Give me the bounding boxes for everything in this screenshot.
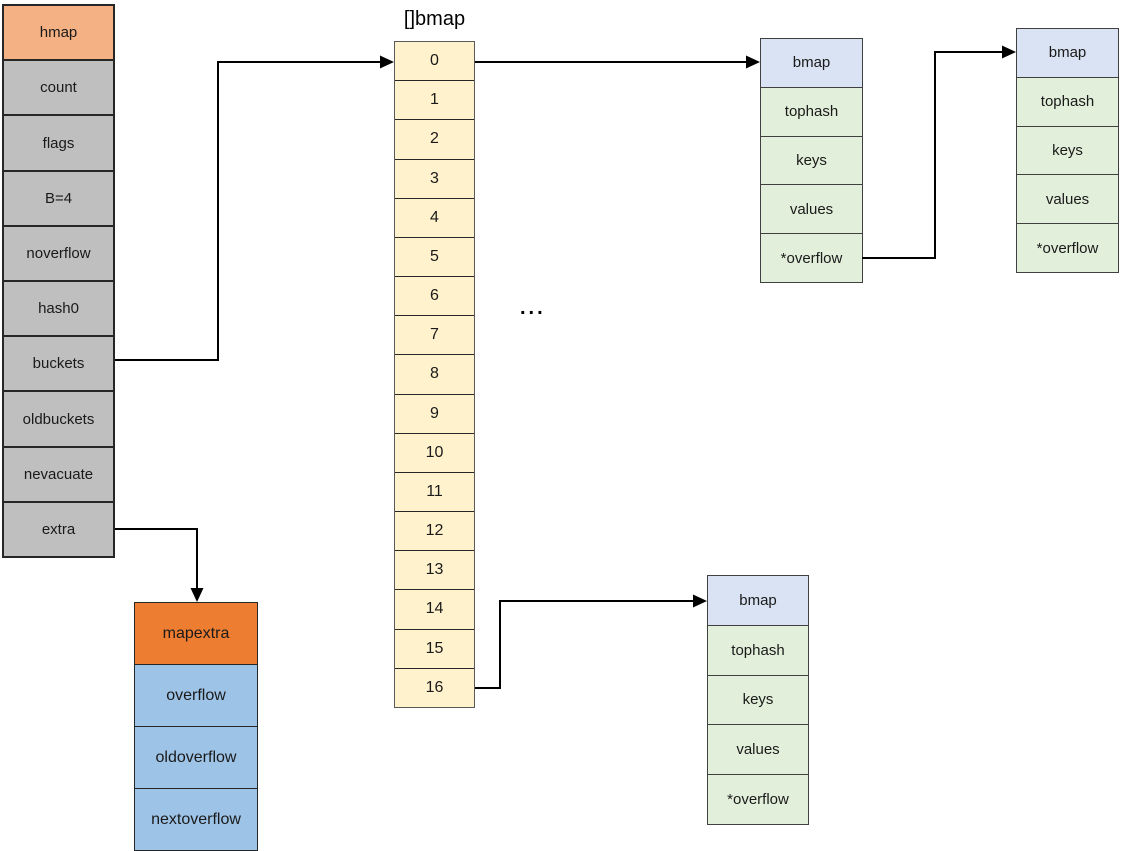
arrow-bucket0-to-bmap1 [475,55,760,69]
bmap-field-cell: values [761,184,862,234]
bmap-struct-1-title: bmap [761,39,862,87]
bucket-index-cell: 8 [395,354,474,394]
bucket-index-cell: 2 [395,119,474,159]
arrow-buckets-to-bucket0 [115,55,394,361]
bucket-index-cell: 14 [395,589,474,629]
hmap-field-cell: noverflow [4,224,113,281]
hmap-field-cell: nevacuate [4,445,113,501]
bmap-field-cell: keys [761,135,862,185]
bmap-field-cell: tophash [761,86,862,136]
bucket-index-cell: 3 [395,158,474,198]
hmap-field-cell: hash0 [4,280,113,336]
bmap-struct-3-title: bmap [708,576,808,625]
hmap-field-cell: B=4 [4,169,113,225]
bmap-field-cell: keys [1017,125,1118,175]
bucket-index-cell: 11 [395,471,474,512]
hmap-field-cell: oldbuckets [4,390,113,446]
bmap-field-cell: *overflow [761,233,862,282]
bmap-field-cell: values [1017,174,1118,224]
mapextra-field-cell: nextoverflow [135,788,257,850]
bucket-index-cell: 0 [395,42,474,81]
bucket-index-cell: 9 [395,393,474,433]
bmap-field-cell: tophash [708,624,808,675]
buckets-array-title: []bmap [403,8,466,30]
bucket-index-cell: 16 [395,667,474,707]
hmap-field-cell: extra [4,500,113,557]
bucket-index-cell: 10 [395,432,474,472]
bmap-field-cell: *overflow [708,774,808,824]
mapextra-field-cell: overflow [135,664,257,726]
bmap-field-cell: values [708,724,808,775]
bmap-field-cell: tophash [1017,76,1118,126]
mapextra-field-cell: oldoverflow [135,726,257,788]
hmap-field-cell: count [4,59,113,115]
bmap-field-cell: keys [708,674,808,725]
bucket-index-cell: 7 [395,315,474,355]
hmap-field-cell: flags [4,114,113,170]
mapextra-struct-title: mapextra [135,603,257,664]
arrow-extra-to-mapextra [115,528,204,602]
bucket-index-cell: 6 [395,276,474,316]
bucket-index-cell: 13 [395,550,474,590]
bmap-field-cell: *overflow [1017,223,1118,272]
hmap-struct-title: hmap [4,6,113,60]
hmap-field-cell: buckets [4,335,113,391]
arrow-bucket16-to-bmap3 [475,594,707,689]
arrow-overflow-to-bmap2 [862,45,1016,259]
bucket-index-cell: 1 [395,80,474,120]
bucket-index-cell: 5 [395,236,474,277]
bucket-index-cell: 15 [395,628,474,668]
bucket-index-cell: 4 [395,197,474,237]
bucket-index-cell: 12 [395,511,474,551]
ellipsis-text: ... [520,297,546,319]
bmap-struct-2-title: bmap [1017,29,1118,77]
